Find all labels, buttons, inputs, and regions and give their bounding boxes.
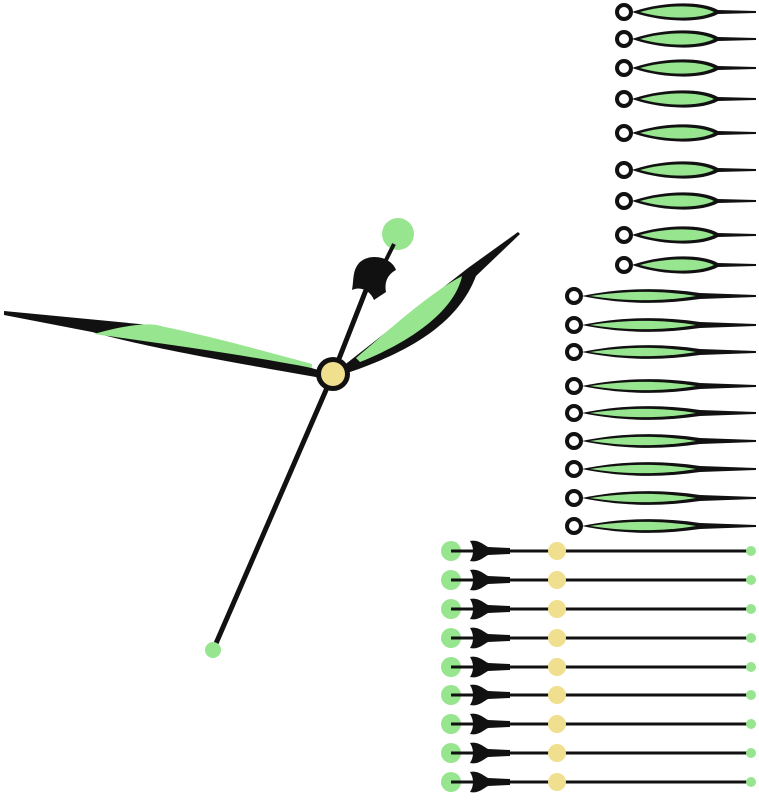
hour-hand bbox=[615, 256, 756, 274]
minute-hand bbox=[565, 316, 756, 334]
center-hub-cap bbox=[321, 362, 345, 386]
minute-hand bbox=[565, 460, 756, 478]
minute-hand bbox=[565, 489, 756, 507]
second-hand bbox=[441, 713, 756, 735]
second-hand bbox=[441, 627, 756, 649]
hour-hand bbox=[615, 124, 756, 142]
hour-hand bbox=[615, 226, 756, 244]
spare-second-hands bbox=[441, 540, 756, 793]
second-hand bbox=[441, 598, 756, 620]
spare-minute-hands bbox=[565, 287, 756, 535]
assembled-clock-hands bbox=[4, 218, 520, 658]
second-hand bbox=[441, 569, 756, 591]
hour-hand bbox=[615, 90, 756, 108]
second-hand bbox=[441, 540, 756, 562]
second-hand bbox=[441, 684, 756, 706]
minute-hand bbox=[565, 343, 756, 361]
second-hand-tip bbox=[205, 642, 221, 658]
hour-hand bbox=[615, 3, 756, 21]
minute-hand bbox=[565, 287, 756, 305]
hour-hand bbox=[333, 232, 520, 374]
second-hand-counterweight bbox=[352, 256, 396, 300]
spare-hour-hands bbox=[615, 3, 756, 274]
hour-hand bbox=[615, 192, 756, 210]
minute-hand bbox=[565, 517, 756, 535]
minute-hand bbox=[4, 311, 333, 380]
minute-hand bbox=[565, 432, 756, 450]
minute-hand bbox=[565, 404, 756, 422]
second-hand bbox=[441, 656, 756, 678]
minute-hand bbox=[565, 377, 756, 395]
second-hand-tail-dot bbox=[382, 218, 414, 250]
hour-hand bbox=[615, 59, 756, 77]
second-hand bbox=[205, 218, 414, 658]
hour-hand bbox=[615, 30, 756, 48]
second-hand bbox=[441, 771, 756, 793]
second-hand bbox=[441, 742, 756, 764]
hour-hand bbox=[615, 161, 756, 179]
